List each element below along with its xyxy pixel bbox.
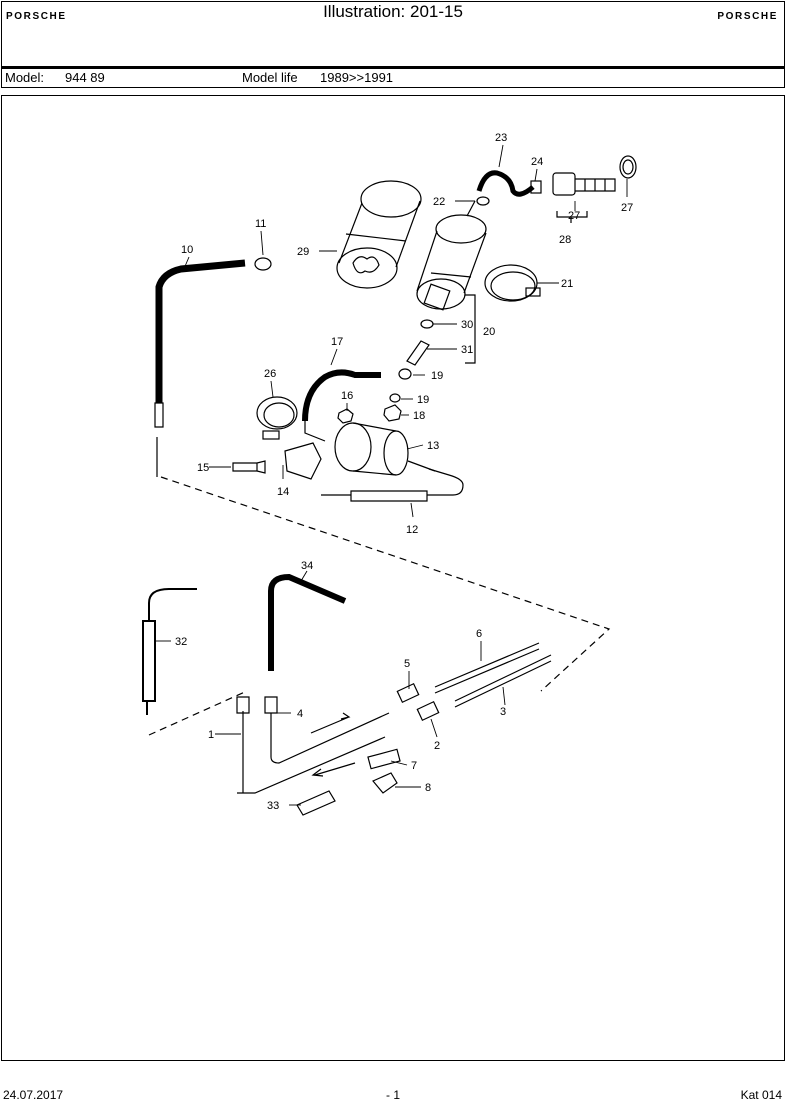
- callout-12: 12: [406, 524, 418, 536]
- sensor-15: [232, 460, 266, 474]
- callout-29: 29: [297, 246, 309, 258]
- fitting-33: [296, 790, 336, 816]
- model-life-label: Model life: [242, 70, 298, 85]
- callout-32: 32: [175, 636, 187, 648]
- callout-6: 6: [476, 628, 482, 640]
- print-date: 24.07.2017: [3, 1088, 64, 1102]
- bracket-20: [465, 294, 476, 364]
- sleeve-2: [416, 700, 440, 722]
- flow-arrow-left: [311, 762, 356, 777]
- flow-arrow-right: [310, 712, 351, 734]
- dashed-connectors: [148, 476, 611, 736]
- model-label: Model:: [5, 70, 45, 85]
- callout-13: 13: [427, 440, 439, 452]
- line-4: [270, 712, 390, 764]
- bracket-14: [284, 442, 322, 480]
- callout-18: 18: [413, 410, 425, 422]
- fuel-filter-13: [334, 422, 436, 476]
- hose-23: [476, 170, 535, 197]
- fuel-pump: [416, 200, 487, 311]
- fuel-accumulator-29: [336, 180, 422, 289]
- porsche-logo-right: PORSCHE: [717, 11, 778, 22]
- callout-26: 26: [264, 368, 276, 380]
- hose-34: [268, 573, 347, 671]
- line-1: [237, 711, 386, 794]
- line-3: [454, 654, 552, 708]
- callout-20: 20: [483, 326, 495, 338]
- callout-19a: 19: [431, 370, 443, 382]
- callout-17: 17: [331, 336, 343, 348]
- callout-11: 11: [255, 218, 266, 230]
- sleeve-5: [396, 682, 420, 704]
- callout-23: 23: [495, 132, 507, 144]
- illustration-title: Illustration: 201-15: [323, 2, 463, 21]
- washer-19b: [389, 393, 401, 403]
- callout-1: 1: [208, 729, 214, 741]
- callout-16: 16: [341, 390, 353, 402]
- callout-28: 28: [559, 234, 571, 246]
- callout-10: 10: [181, 244, 193, 256]
- callout-27-inner: 27: [568, 210, 580, 222]
- washer-19a: [398, 368, 412, 380]
- clip-8: [372, 772, 398, 794]
- model-bar: Model: 944 89 Model life 1989>>1991: [1, 67, 785, 88]
- callout-4: 4: [297, 708, 303, 720]
- callout-15: 15: [197, 462, 209, 474]
- strainer-27: [530, 155, 637, 196]
- callout-2: 2: [434, 740, 440, 752]
- clip-22: [476, 196, 490, 206]
- model-life-value: 1989>>1991: [320, 70, 394, 85]
- model-value: 944 89: [65, 70, 105, 85]
- catalog-number: Kat 014: [740, 1088, 782, 1102]
- callout-22: 22: [433, 196, 445, 208]
- callout-19b: 19: [417, 394, 429, 406]
- callout-27: 27: [621, 202, 633, 214]
- callout-24: 24: [531, 156, 543, 168]
- fuel-line-12: [321, 468, 464, 502]
- fitting-31: [406, 340, 430, 366]
- callout-21: 21: [561, 278, 573, 290]
- line-32: [142, 588, 197, 715]
- header: PORSCHE Illustration: 201-15 PORSCHE: [1, 1, 785, 67]
- clamp-26: [256, 396, 298, 440]
- parts-diagram-frame: 1 2 3 4 5 6 7 8 10 11 12 13 14 15 16 17 …: [1, 95, 785, 1061]
- bracket-28: [556, 211, 588, 223]
- clip-11: [254, 257, 272, 271]
- callout-7: 7: [411, 760, 417, 772]
- callout-34: 34: [301, 560, 313, 572]
- callout-8: 8: [425, 782, 431, 794]
- page-number: - 1: [386, 1088, 401, 1102]
- hose-17: [302, 369, 381, 422]
- callout-5: 5: [404, 658, 410, 670]
- porsche-logo-left: PORSCHE: [6, 11, 67, 22]
- clip-7: [367, 748, 401, 770]
- nut-16: [337, 408, 354, 424]
- seal-30: [420, 319, 434, 329]
- clamp-21: [484, 264, 541, 302]
- line-6: [434, 642, 540, 694]
- callout-14: 14: [277, 486, 289, 498]
- callout-33: 33: [267, 800, 279, 812]
- callout-30: 30: [461, 319, 473, 331]
- nut-18: [383, 404, 402, 422]
- callout-3: 3: [500, 706, 506, 718]
- hose-10: [155, 259, 246, 403]
- callout-31: 31: [461, 344, 473, 356]
- parts-diagram: 1 2 3 4 5 6 7 8 10 11 12 13 14 15 16 17 …: [142, 132, 637, 816]
